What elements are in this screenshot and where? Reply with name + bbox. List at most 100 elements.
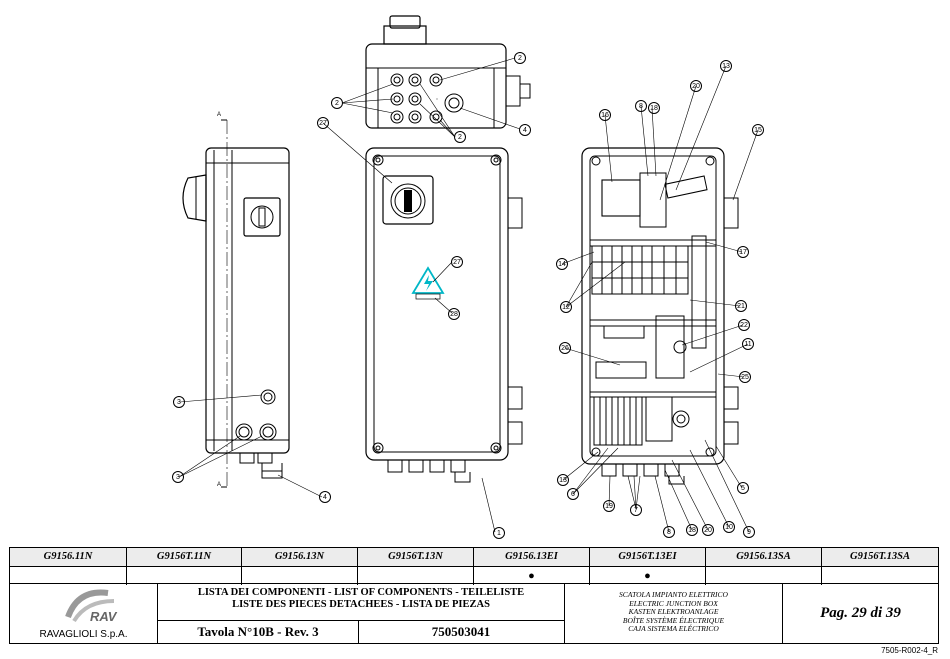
- model-mark: [242, 567, 357, 585]
- side-view: A A: [182, 112, 290, 488]
- title-box: LISTA DEI COMPONENTI - LIST OF COMPONENT…: [158, 584, 565, 644]
- description-box: SCATOLA IMPIANTO ELETTRICO ELECTRIC JUNC…: [565, 584, 783, 644]
- callout: 6: [567, 488, 579, 500]
- model-name: G9156T.13N: [358, 548, 473, 567]
- model-mark: ●: [528, 570, 535, 582]
- table-label: Tavola N°10B - Rev. 3: [158, 620, 359, 643]
- document-reference: 7505-R002-4_R: [881, 646, 938, 655]
- list-title: LISTA DEI COMPONENTI - LIST OF COMPONENT…: [158, 587, 564, 621]
- svg-text:14: 14: [558, 261, 566, 268]
- drawing-code: 750503041: [431, 624, 491, 639]
- callout: 1: [493, 527, 505, 539]
- model-column: G9156T.13N: [358, 548, 474, 585]
- callout: 2: [454, 131, 466, 143]
- svg-text:4: 4: [323, 494, 327, 501]
- model-mark: [706, 567, 821, 585]
- model-mark: ●: [644, 570, 651, 582]
- callout: 4: [319, 491, 331, 503]
- company-name: RAVAGLIOLI S.p.A.: [39, 629, 128, 640]
- svg-text:20: 20: [704, 527, 712, 534]
- model-column: G9156T.13SA: [822, 548, 938, 585]
- svg-text:5: 5: [741, 485, 745, 492]
- svg-text:13: 13: [559, 477, 567, 484]
- svg-text:2: 2: [335, 100, 339, 107]
- model-mark: [127, 567, 241, 585]
- callout: 8: [663, 526, 675, 538]
- svg-text:8: 8: [667, 529, 671, 536]
- svg-text:15: 15: [754, 127, 762, 134]
- svg-text:25: 25: [741, 374, 749, 381]
- callout: 26: [559, 342, 571, 354]
- model-table: G9156.11N G9156T.11N G9156.13N G9156T.13…: [9, 547, 939, 585]
- callout: 25: [739, 371, 751, 383]
- callout: 18: [648, 102, 660, 114]
- callout: 11: [742, 338, 754, 350]
- leader-lines: [178, 57, 759, 533]
- technical-drawing: A A: [172, 15, 764, 539]
- model-mark: [822, 567, 938, 585]
- svg-text:3: 3: [177, 399, 181, 406]
- svg-text:RAV: RAV: [90, 609, 118, 624]
- callout: 20: [690, 80, 702, 92]
- svg-text:10: 10: [725, 524, 733, 531]
- callout: 3: [173, 396, 185, 408]
- svg-text:22: 22: [740, 322, 748, 329]
- callout: 8: [635, 100, 647, 112]
- svg-text:19: 19: [605, 503, 613, 510]
- callout: 2: [514, 52, 526, 64]
- svg-text:21: 21: [737, 303, 745, 310]
- model-name: G9156T.13SA: [822, 548, 938, 567]
- callout: 13: [720, 60, 732, 72]
- callout: 16: [599, 109, 611, 121]
- svg-text:13: 13: [722, 63, 730, 70]
- model-name: G9156.13EI: [474, 548, 589, 567]
- callout: 7: [630, 504, 642, 516]
- callout: 20: [702, 524, 714, 536]
- callout: 15: [752, 124, 764, 136]
- model-column: G9156.11N: [10, 548, 127, 585]
- svg-text:27: 27: [453, 259, 461, 266]
- svg-text:4: 4: [523, 127, 527, 134]
- callout: 2: [331, 97, 343, 109]
- svg-text:11: 11: [744, 341, 751, 348]
- model-column: G9156T.13EI ●: [590, 548, 706, 585]
- model-column: G9156T.11N: [127, 548, 242, 585]
- description-line: BOÎTE SYSTÈME ÉLECTRIQUE: [622, 615, 725, 625]
- callout: 18: [686, 524, 698, 536]
- callout: 27: [451, 256, 463, 268]
- title-line: LISTA DEI COMPONENTI - LIST OF COMPONENT…: [197, 587, 525, 598]
- svg-text:16: 16: [601, 112, 609, 119]
- front-view: [365, 147, 523, 483]
- svg-text:3: 3: [176, 474, 180, 481]
- callout: 10: [723, 521, 735, 533]
- model-mark: [10, 567, 126, 585]
- company-logo-box: RAV RAVAGLIOLI S.p.A.: [9, 584, 158, 644]
- callout: 21: [735, 300, 747, 312]
- section-marker-bottom: A: [217, 482, 221, 488]
- svg-text:9: 9: [747, 529, 751, 536]
- model-column: G9156.13EI ●: [474, 548, 590, 585]
- svg-text:2: 2: [458, 134, 462, 141]
- model-name: G9156.11N: [10, 548, 126, 567]
- svg-text:1: 1: [497, 530, 501, 537]
- svg-text:17: 17: [739, 249, 747, 256]
- company-logo-icon: RAV: [65, 589, 118, 624]
- svg-text:26: 26: [561, 345, 569, 352]
- model-column: G9156.13SA: [706, 548, 822, 585]
- model-name: G9156.13N: [242, 548, 357, 567]
- description-line: KASTEN ELEKTROANLAGE: [628, 607, 719, 616]
- svg-text:2: 2: [518, 55, 522, 62]
- callout: 4: [519, 124, 531, 136]
- interior-view: [581, 147, 739, 485]
- page-number: Pag. 29 di 39: [783, 584, 939, 644]
- model-mark: [358, 567, 473, 585]
- title-line: LISTE DES PIECES DETACHEES - LISTA DE PI…: [232, 599, 490, 610]
- svg-text:8: 8: [639, 103, 643, 110]
- callout: 13: [557, 474, 569, 486]
- callout: 22: [738, 319, 750, 331]
- description-line: SCATOLA IMPIANTO ELETTRICO: [619, 590, 728, 599]
- svg-text:28: 28: [450, 311, 458, 318]
- svg-text:6: 6: [571, 491, 575, 498]
- top-view: [365, 15, 531, 129]
- svg-text:12: 12: [562, 304, 570, 311]
